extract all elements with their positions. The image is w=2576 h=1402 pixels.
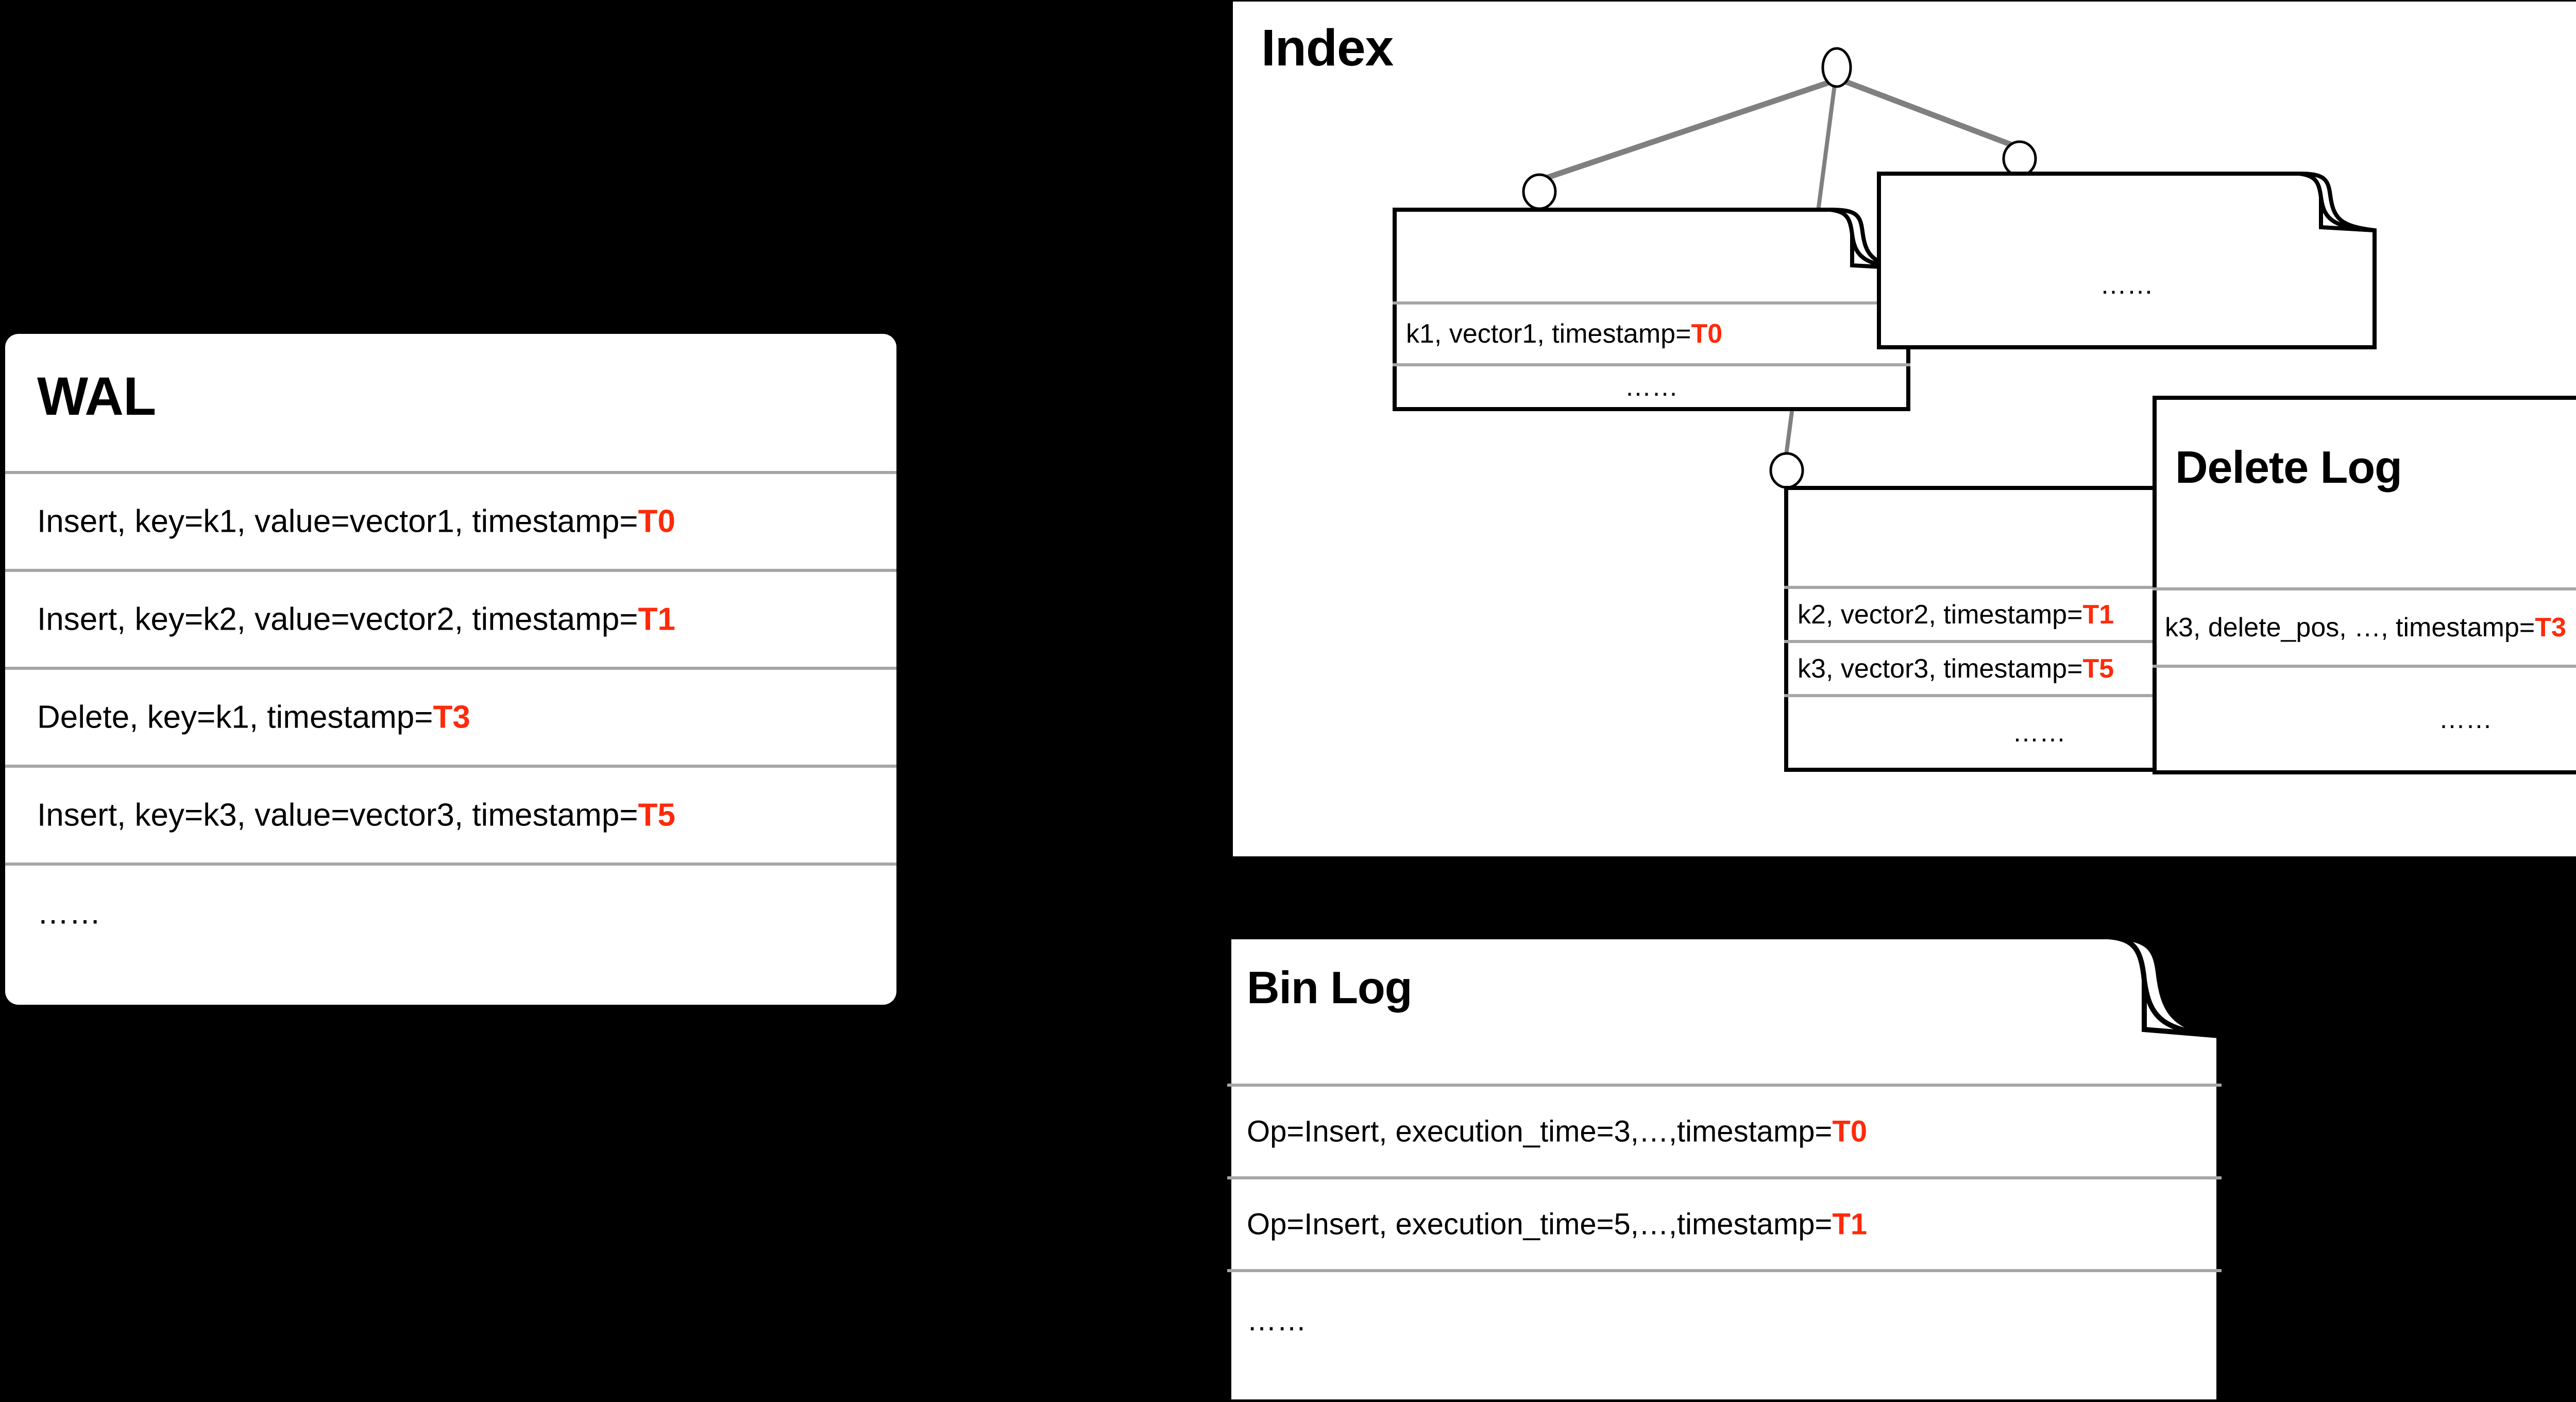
card-row: …… <box>1393 363 1910 407</box>
wal-row: Delete, key=k1, timestamp=T3 <box>5 667 896 765</box>
tree-edge-root-right <box>1840 77 2018 150</box>
card-row-text: …… <box>2438 704 2493 734</box>
tree-node-right <box>2002 140 2037 177</box>
tree-node-root <box>1821 47 1852 88</box>
timestamp-value: T1 <box>1832 1207 1868 1241</box>
card-row: k3, vector3, timestamp=T5 <box>1784 640 2294 694</box>
timestamp-value: T5 <box>638 797 675 833</box>
wal-row-list: Insert, key=k1, value=vector1, timestamp… <box>5 471 896 960</box>
delete-log-title: Delete Log <box>2175 442 2402 493</box>
index-title: Index <box>1261 19 1394 77</box>
card-row-list: k3, delete_pos, …, timestamp=T3 …… <box>2153 587 2576 773</box>
wal-row-text: Insert, key=k3, value=vector3, timestamp… <box>37 797 675 833</box>
card-row: k3, delete_pos, …, timestamp=T3 <box>2153 587 2576 665</box>
binlog-row-list: Op=Insert, execution_time=3,…,timestamp=… <box>1227 1084 2222 1400</box>
timestamp-value: T0 <box>638 503 675 539</box>
tree-node-left <box>1522 173 1557 210</box>
timestamp-value: T5 <box>2082 653 2114 684</box>
binlog-row-text: Op=Insert, execution_time=5,…,timestamp=… <box>1247 1207 1868 1241</box>
index-card-ellipsis: …… <box>1877 172 2377 349</box>
bin-log-panel: Bin Log Op=Insert, execution_time=3,…,ti… <box>1226 934 2222 1402</box>
tree-edge-root-left <box>1541 77 1838 182</box>
binlog-row: Op=Insert, execution_time=5,…,timestamp=… <box>1227 1176 2222 1269</box>
card-row: …… <box>1877 233 2377 336</box>
wal-title: WAL <box>37 366 156 427</box>
card-row: k1, vector1, timestamp=T0 <box>1393 301 1910 363</box>
wal-row-text: Delete, key=k1, timestamp=T3 <box>37 699 470 735</box>
timestamp-value: T3 <box>2535 613 2566 643</box>
binlog-row: Op=Insert, execution_time=3,…,timestamp=… <box>1227 1084 2222 1176</box>
bin-log-title: Bin Log <box>1247 962 1412 1013</box>
card-row-text: …… <box>2100 270 2154 300</box>
timestamp-value: T0 <box>1832 1114 1868 1148</box>
card-row-list: k2, vector2, timestamp=T1 k3, vector3, t… <box>1784 586 2294 770</box>
wal-row-text: Insert, key=k2, value=vector2, timestamp… <box>37 601 675 637</box>
wal-row-text: …… <box>37 895 101 931</box>
timestamp-value: T0 <box>1691 319 1723 349</box>
wal-row: …… <box>5 863 896 960</box>
wal-panel: WAL Insert, key=k1, value=vector1, times… <box>5 334 896 1005</box>
binlog-row: …… <box>1227 1269 2222 1398</box>
card-row-text: k2, vector2, timestamp=T1 <box>1798 599 2114 630</box>
index-panel: Index k1, vector1, timestamp=T0 …… <box>1233 2 2576 856</box>
page-shape <box>1877 172 2377 349</box>
wal-row: Insert, key=k1, value=vector1, timestamp… <box>5 471 896 569</box>
delete-log-card: Delete Log k3, delete_pos, …, timestamp=… <box>2153 396 2576 774</box>
page-shape <box>2153 396 2576 774</box>
binlog-row-text: …… <box>1247 1304 1307 1337</box>
card-row-text: k1, vector1, timestamp=T0 <box>1406 319 1723 349</box>
wal-row: Insert, key=k3, value=vector3, timestamp… <box>5 765 896 863</box>
card-row-text: …… <box>2012 718 2066 748</box>
card-row: k2, vector2, timestamp=T1 <box>1784 586 2294 640</box>
page-shape <box>1226 934 2222 1402</box>
card-row-text: k3, delete_pos, …, timestamp=T3 <box>2165 613 2566 643</box>
wal-row: Insert, key=k2, value=vector2, timestamp… <box>5 569 896 667</box>
card-row-list: …… <box>1877 233 2377 336</box>
card-row: …… <box>2153 665 2576 771</box>
timestamp-value: T1 <box>638 601 675 637</box>
card-row-text: k3, vector3, timestamp=T5 <box>1798 653 2114 684</box>
binlog-row-text: Op=Insert, execution_time=3,…,timestamp=… <box>1247 1114 1868 1148</box>
wal-row-text: Insert, key=k1, value=vector1, timestamp… <box>37 503 675 539</box>
timestamp-value: T3 <box>433 699 470 735</box>
timestamp-value: T1 <box>2082 599 2114 630</box>
index-card-k1: k1, vector1, timestamp=T0 …… <box>1393 208 1910 411</box>
card-row-list: k1, vector1, timestamp=T0 …… <box>1393 301 1910 410</box>
card-row-text: …… <box>1624 371 1679 402</box>
card-row: …… <box>1784 694 2294 768</box>
tree-node-mid <box>1769 452 1804 489</box>
